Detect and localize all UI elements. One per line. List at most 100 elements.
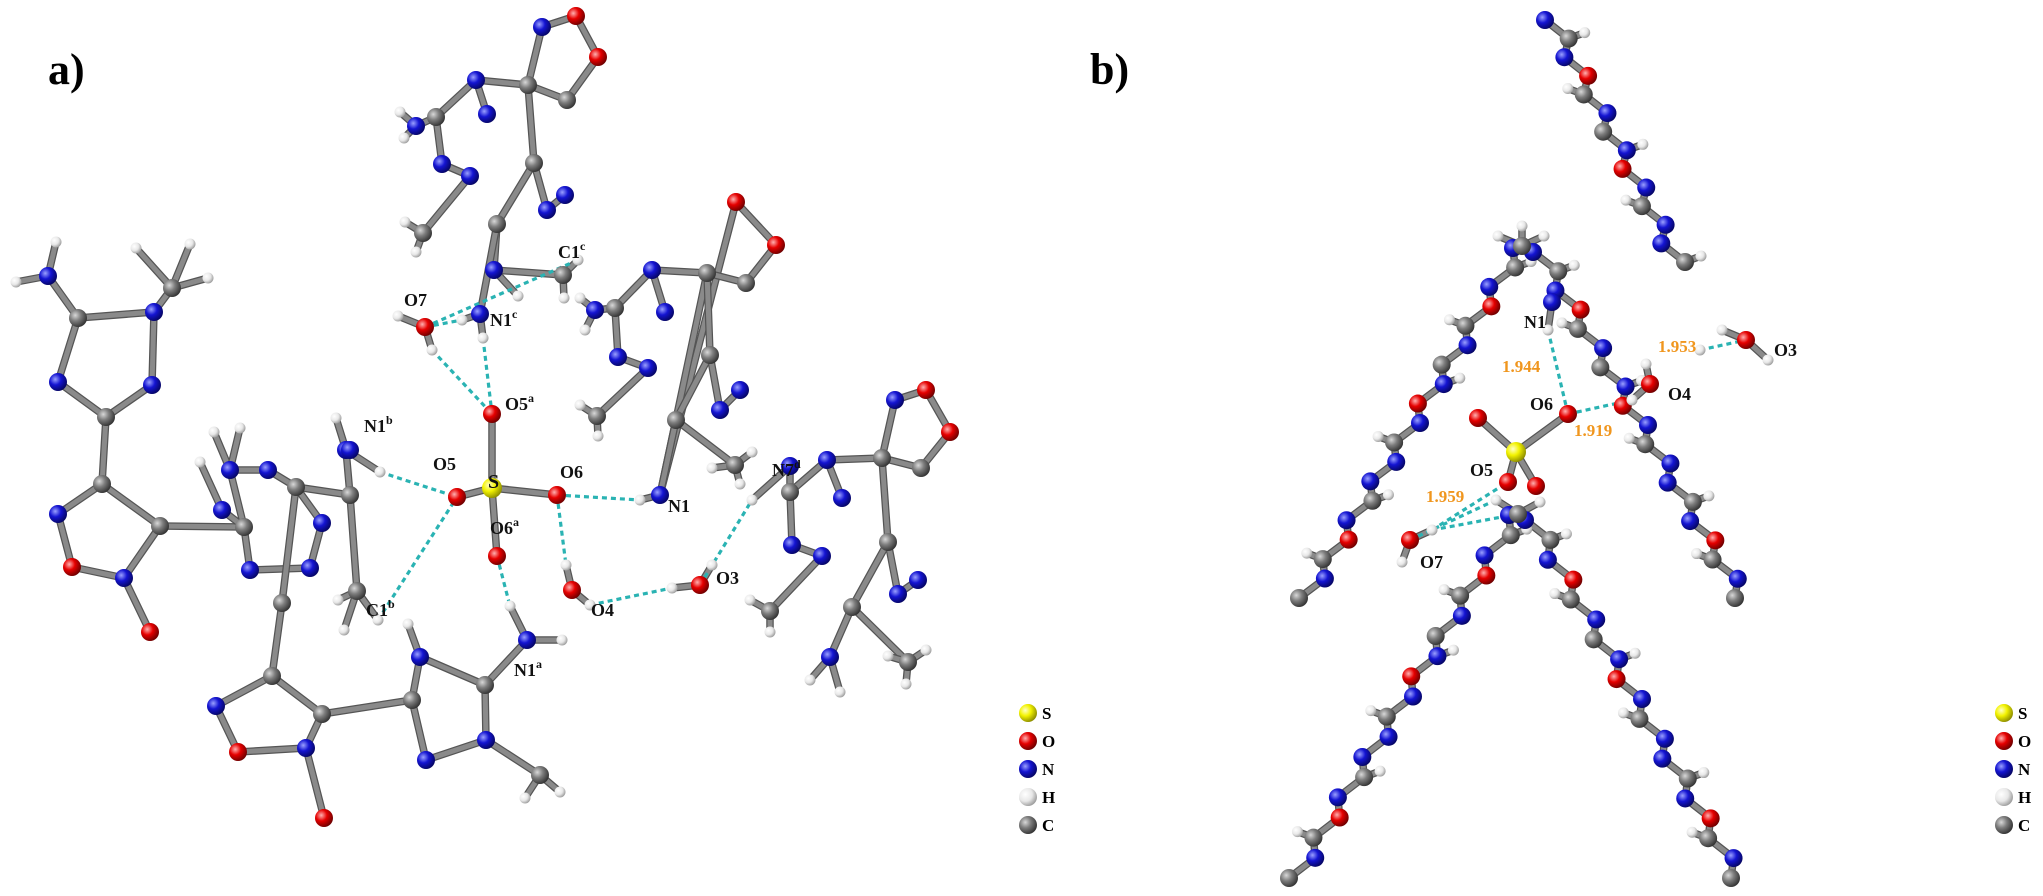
- a-atom-c-rc6: [667, 411, 685, 429]
- a-hbond-3: [424, 258, 579, 329]
- panel-a-bonds: [12, 12, 954, 822]
- b-atom-h-ll13h: [1374, 765, 1386, 777]
- b-atom-n-ll11: [1379, 727, 1398, 746]
- b-atom-n-ml2: [1480, 277, 1499, 296]
- legend-a-h-ball: [1019, 788, 1037, 806]
- b-atom-h-bh8: [1716, 324, 1728, 336]
- a-atom-c-lc4: [93, 475, 111, 493]
- b-atom-h-ct13h: [1695, 250, 1707, 262]
- distance-1944: 1.944: [1502, 357, 1541, 376]
- distance-1919: 1.919: [1574, 421, 1612, 440]
- a-hbond-0: [430, 348, 494, 416]
- a-atom-h-fh5: [834, 686, 846, 698]
- b-atom-c-ml4: [1456, 316, 1475, 335]
- a-atom-n-fn8: [909, 571, 927, 589]
- legend-b-o-ball: [1995, 732, 2013, 750]
- label-o7: O7: [404, 290, 427, 310]
- a-bond-highlight-113: [673, 352, 713, 423]
- b-atom-n-lr12: [1653, 749, 1672, 768]
- a-atom-n-tn6: [478, 105, 496, 123]
- a-bond-highlight-16: [525, 82, 537, 166]
- a-bond-highlight-51: [121, 523, 163, 581]
- label-b-o7: O7: [1420, 552, 1443, 572]
- b-atom-c-ll1: [1501, 526, 1520, 545]
- a-atom-h-ch13: [554, 786, 566, 798]
- label-n1a: N1a: [514, 657, 542, 680]
- b-atom-c-ml18: [1290, 589, 1308, 607]
- b-atom-h-lr16h: [1686, 826, 1698, 838]
- b-atom-c-ll10: [1377, 707, 1396, 726]
- a-bond-highlight-46: [99, 414, 109, 487]
- b-atom-n-ml11: [1387, 452, 1406, 471]
- b-atom-c-mr16: [1703, 550, 1722, 569]
- a-atom-h-rh4: [592, 430, 604, 442]
- b-atom-h-mr16h: [1691, 548, 1703, 560]
- a-atom-c-cc9: [531, 766, 549, 784]
- panel-a-hydrogen-bonds: [376, 258, 754, 621]
- panel-a-atoms: [10, 7, 959, 827]
- a-atom-h-ch8: [332, 594, 344, 606]
- b-atom-n-ct5: [1598, 104, 1617, 123]
- a-atom-c-lc5: [151, 517, 169, 535]
- a-bond-highlight-110: [704, 270, 713, 358]
- a-atom-o-o6a: [488, 547, 506, 565]
- b-atom-c-mr10: [1636, 435, 1655, 454]
- a-atom-h-lh1: [10, 276, 22, 288]
- a-bond-highlight-62: [293, 484, 353, 498]
- b-atom-n-ll14: [1328, 788, 1347, 807]
- a-atom-h-rh10: [706, 559, 718, 571]
- a-atom-h-ch11: [556, 634, 568, 646]
- a-hbond-7: [555, 494, 568, 566]
- a-bond-highlight-6: [433, 77, 479, 120]
- legend-b-h-label: H: [2018, 788, 2031, 807]
- panel-b-structure: N1 O6 O4 O3 O5 O7 1.944 1.953 1.919 1.95…: [1280, 11, 1797, 887]
- label-n7d: N7d: [772, 457, 801, 480]
- b-atom-h-ml4h: [1443, 314, 1455, 326]
- a-atom-o-co2: [315, 809, 333, 827]
- b-atom-s-bs: [1506, 442, 1526, 462]
- a-atom-c-tc4: [414, 224, 432, 242]
- a-atom-n-rn6: [656, 303, 674, 321]
- a-atom-h-lh4: [184, 238, 196, 250]
- b-atom-n-mr7: [1616, 377, 1635, 396]
- panel-a-structure: O7 N1c C1c O5a N1b O5 S O6 O6a N1 N7d C1…: [10, 7, 959, 827]
- b-atom-h-ml16h: [1301, 547, 1313, 559]
- b-atom-n-lr7: [1610, 650, 1629, 669]
- b-atom-h-bh11: [1426, 524, 1438, 536]
- a-atom-c-rc5: [701, 346, 719, 364]
- a-atom-c-rc3: [606, 299, 624, 317]
- a-bond-highlight-75: [213, 673, 275, 709]
- a-bond-highlight-78: [303, 745, 327, 821]
- a-atom-c-cc3: [341, 486, 359, 504]
- a-atom-o-ro2: [767, 236, 785, 254]
- b-atom-h-bh9: [1762, 354, 1774, 366]
- a-bond-highlight-22: [491, 267, 566, 278]
- a-bond-highlight-52: [99, 481, 163, 529]
- a-bond-highlight-37: [55, 315, 81, 385]
- b-atom-c-ct4: [1574, 85, 1593, 104]
- b-atom-h-mr1h: [1568, 259, 1580, 271]
- a-atom-o-ro3: [691, 576, 709, 594]
- b-atom-n-ll5: [1452, 606, 1471, 625]
- b-atom-n-ct0: [1536, 11, 1554, 29]
- b-atom-n-ll12: [1353, 748, 1372, 766]
- a-atom-o-to1: [567, 7, 585, 25]
- b-atom-o-mr3: [1571, 300, 1590, 319]
- a-atom-n-cn1: [221, 461, 239, 479]
- a-atom-n-ln2: [49, 373, 67, 391]
- a-atom-n-rn2: [643, 261, 661, 279]
- a-bond-highlight-48: [55, 511, 75, 570]
- a-hbond-4: [379, 470, 458, 499]
- a-atom-n-tn5: [461, 167, 479, 185]
- a-atom-c-cc4: [273, 594, 291, 612]
- b-atom-o-bob: [1527, 477, 1545, 495]
- a-atom-h-ch2: [234, 422, 246, 434]
- a-atom-h-rh1: [574, 292, 586, 304]
- a-atom-h-th2: [398, 132, 410, 144]
- b-atom-n-lr14: [1676, 789, 1695, 808]
- b-atom-h-bh6: [1626, 394, 1638, 406]
- a-atom-n-ln3: [145, 303, 163, 321]
- panel-b-atom-labels: N1 O6 O4 O3 O5 O7 1.944 1.953 1.919 1.95…: [1420, 312, 1797, 572]
- a-atom-n-cn4: [241, 561, 259, 579]
